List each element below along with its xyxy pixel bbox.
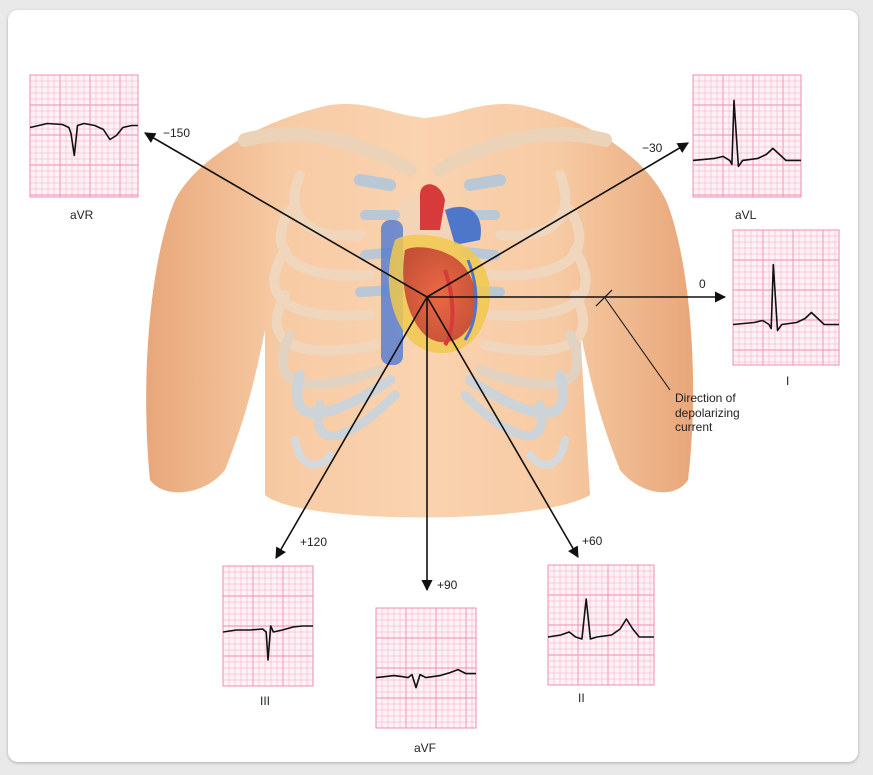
ecg-strip-iii [223, 566, 313, 686]
lead-label-avf: aVF [414, 741, 436, 755]
angle-label-avl: −30 [642, 141, 662, 155]
depolarizing-annotation: Direction of depolarizing current [675, 391, 740, 435]
annotation-line-1: Direction of [675, 391, 740, 406]
angle-label-avf: +90 [437, 578, 457, 592]
angle-label-iii: +120 [300, 535, 327, 549]
ecg-strip-avf [376, 608, 476, 728]
ecg-strip-i [733, 230, 839, 365]
ecg-strip-avr [30, 75, 138, 197]
lead-label-ii: II [578, 691, 585, 705]
lead-label-iii: III [260, 694, 270, 708]
annotation-line-3: current [675, 420, 740, 435]
angle-label-avr: −150 [163, 126, 190, 140]
ecg-strip-ii [548, 565, 654, 685]
lead-label-avl: aVL [735, 208, 756, 222]
angle-label-i: 0 [699, 277, 706, 291]
annotation-line-2: depolarizing [675, 406, 740, 421]
ecg-strip-avl [693, 75, 801, 197]
angle-label-ii: +60 [582, 534, 602, 548]
lead-label-i: I [786, 374, 789, 388]
lead-label-avr: aVR [70, 208, 93, 222]
